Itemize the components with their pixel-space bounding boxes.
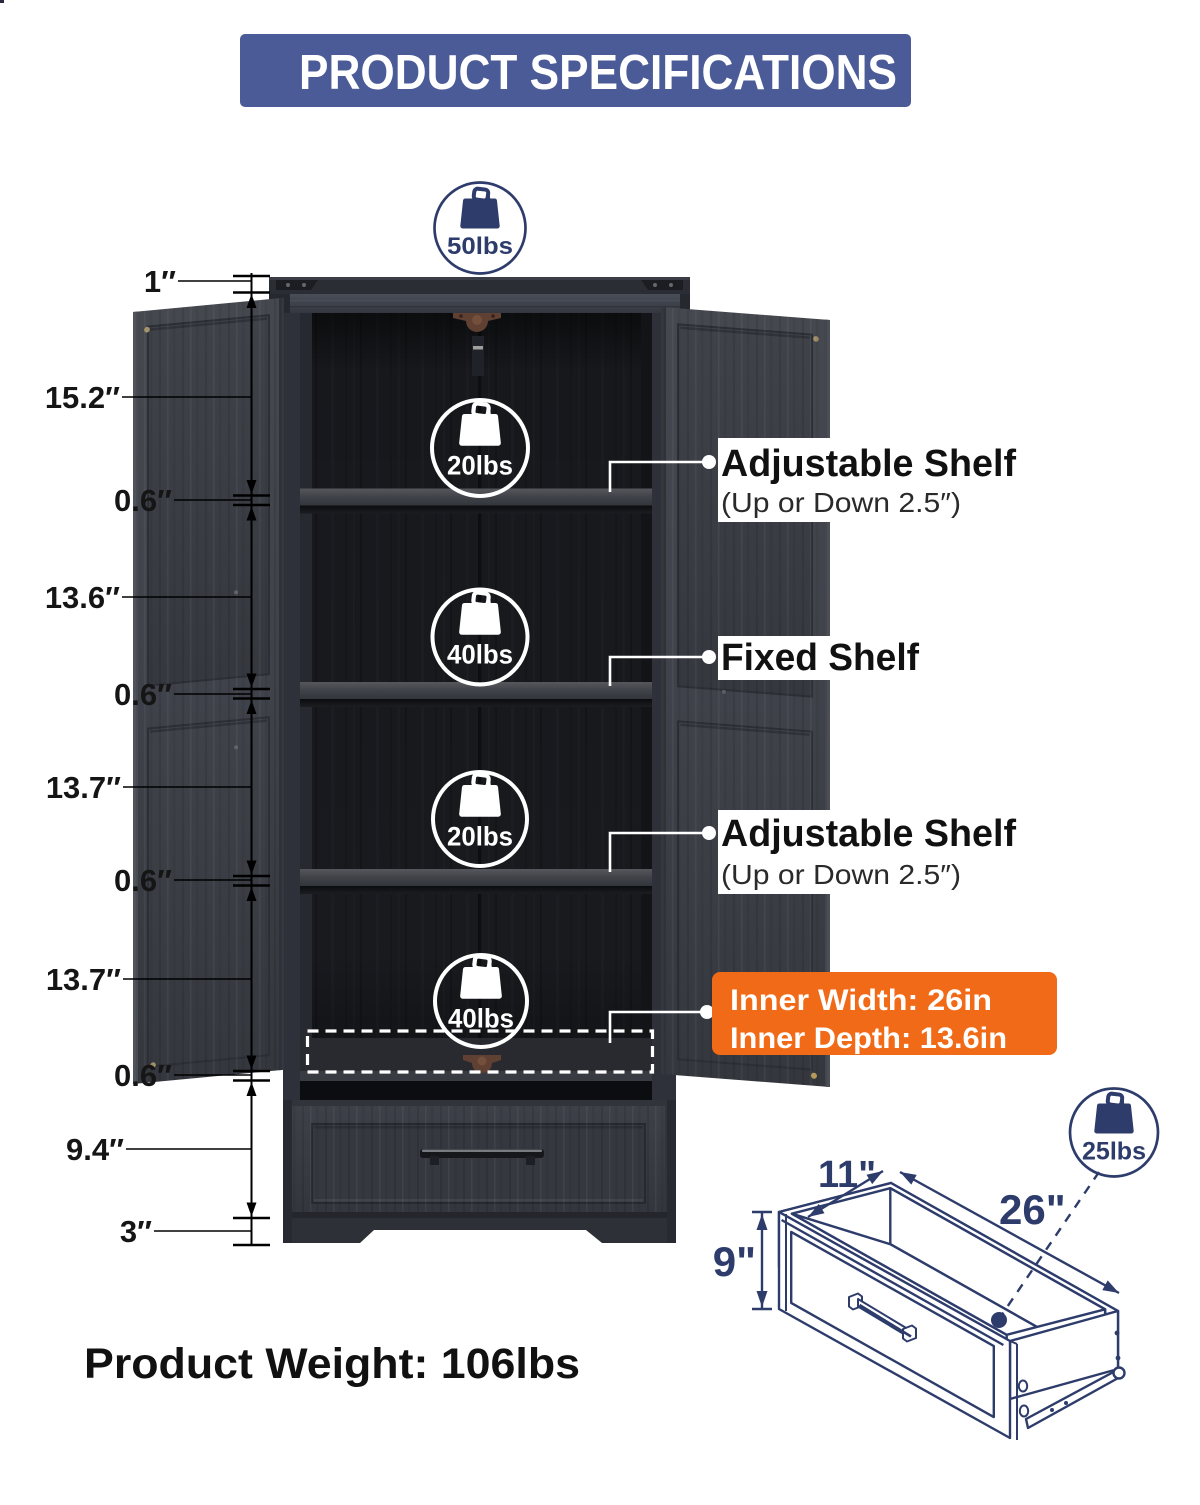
- svg-text:Fixed Shelf: Fixed Shelf: [721, 637, 919, 679]
- svg-text:26": 26": [999, 1186, 1066, 1233]
- svg-text:40lbs: 40lbs: [447, 640, 513, 670]
- svg-text:1″: 1″: [144, 264, 176, 299]
- svg-text:PRODUCT SPECIFICATIONS: PRODUCT SPECIFICATIONS: [299, 46, 897, 100]
- svg-text:Adjustable Shelf: Adjustable Shelf: [721, 813, 1016, 855]
- svg-text:20lbs: 20lbs: [447, 451, 513, 481]
- svg-text:0.6″: 0.6″: [114, 863, 172, 898]
- svg-text:25lbs: 25lbs: [1082, 1138, 1146, 1166]
- svg-text:13.7″: 13.7″: [46, 770, 121, 805]
- svg-text:13.7″: 13.7″: [46, 962, 121, 997]
- svg-text:Adjustable Shelf: Adjustable Shelf: [721, 443, 1016, 485]
- svg-text:9.4″: 9.4″: [66, 1132, 124, 1167]
- svg-text:Product Weight: 106lbs: Product Weight: 106lbs: [84, 1340, 580, 1388]
- svg-text:3″: 3″: [120, 1214, 152, 1249]
- svg-text:0.6″: 0.6″: [114, 483, 172, 518]
- svg-text:13.6″: 13.6″: [45, 580, 120, 615]
- svg-text:11": 11": [818, 1154, 876, 1196]
- svg-text:(Up or Down 2.5″): (Up or Down 2.5″): [721, 487, 961, 518]
- svg-text:Inner Depth: 13.6in: Inner Depth: 13.6in: [730, 1022, 1007, 1055]
- svg-text:20lbs: 20lbs: [447, 822, 513, 852]
- svg-text:40lbs: 40lbs: [448, 1004, 514, 1034]
- svg-text:Inner Width: 26in: Inner Width: 26in: [730, 984, 992, 1017]
- svg-text:9": 9": [713, 1238, 756, 1285]
- svg-text:(Up or Down 2.5″): (Up or Down 2.5″): [721, 859, 961, 890]
- svg-text:0.6″: 0.6″: [114, 1058, 172, 1093]
- svg-text:0.6″: 0.6″: [114, 677, 172, 712]
- svg-text:50lbs: 50lbs: [447, 233, 513, 260]
- svg-text:15.2″: 15.2″: [45, 380, 120, 415]
